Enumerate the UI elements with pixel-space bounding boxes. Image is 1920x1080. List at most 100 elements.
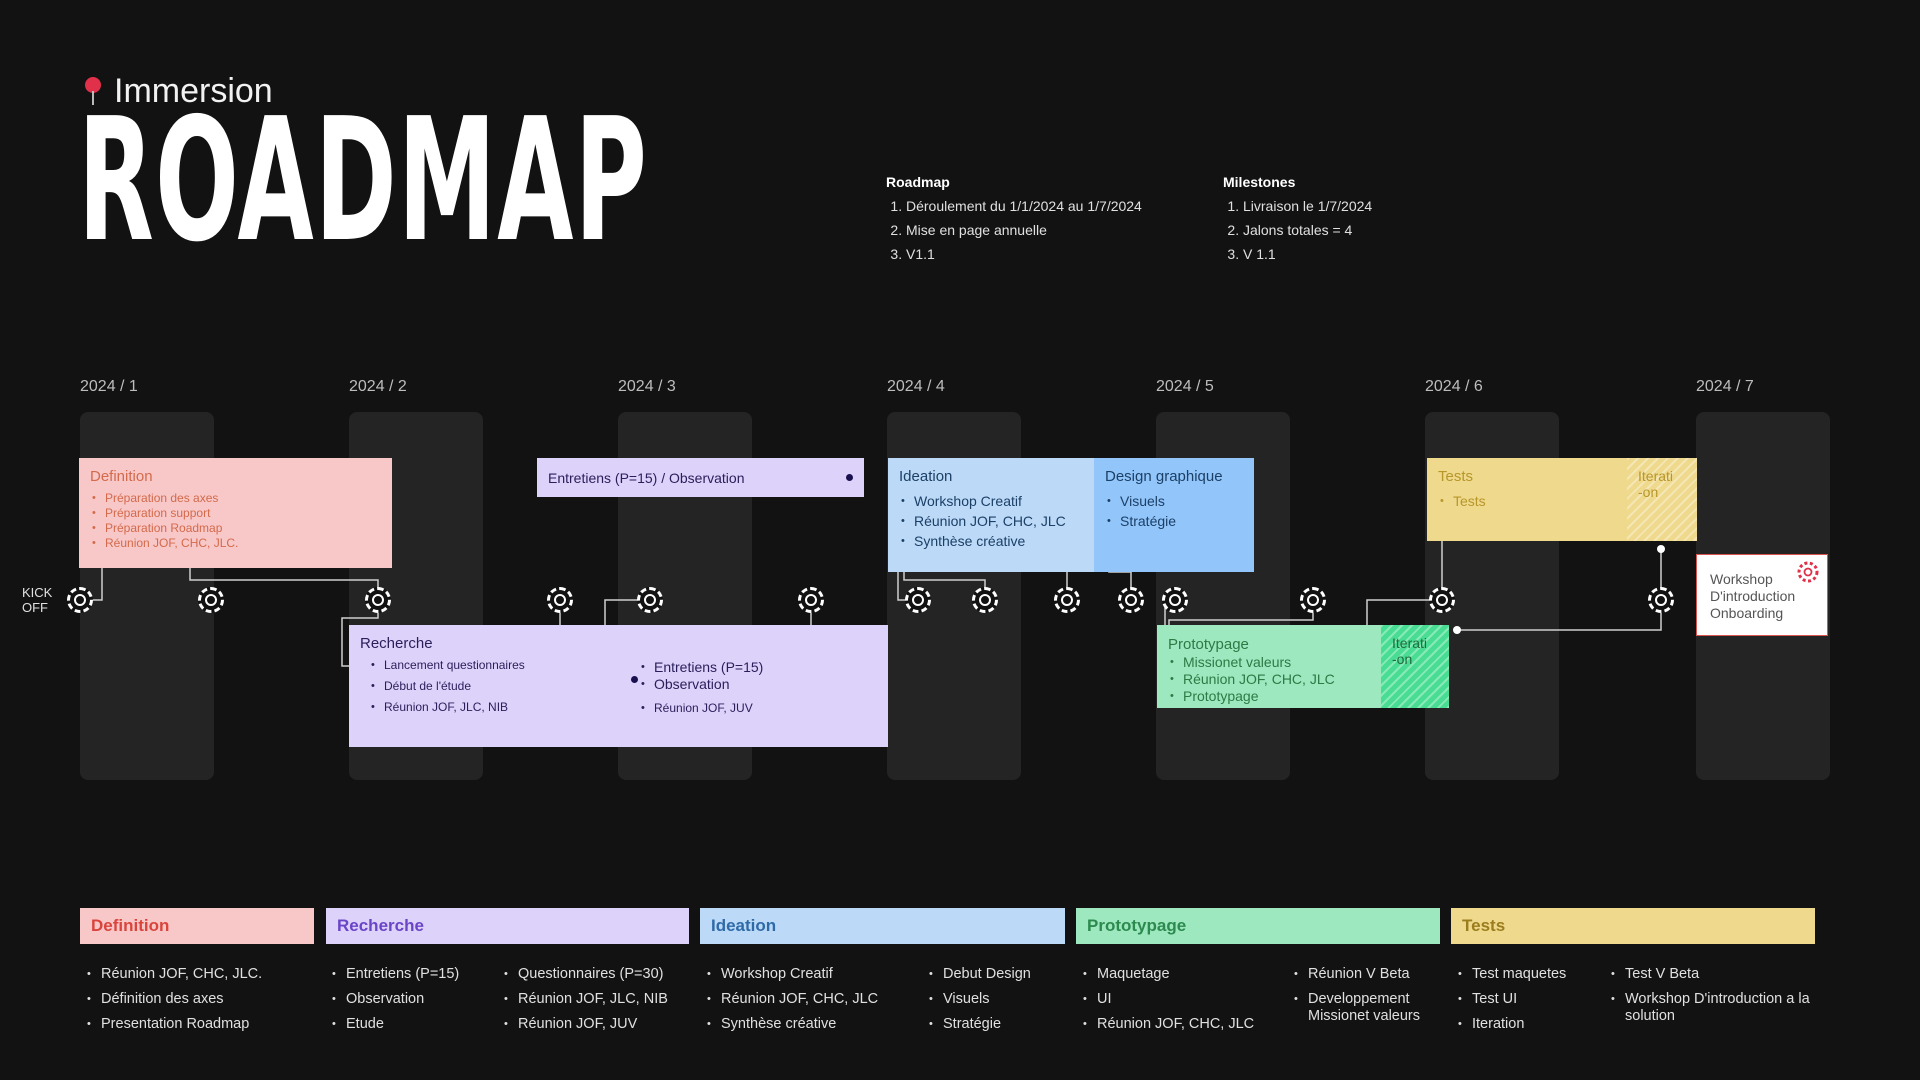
legend-tests-header: Tests <box>1451 908 1815 944</box>
legend-item: Test UI <box>1458 991 1566 1008</box>
roadmap-heading: Roadmap <box>886 174 950 190</box>
recherche-item: Entretiens (P=15) <box>639 659 763 676</box>
milestone-gear-icon[interactable] <box>1429 587 1455 613</box>
milestone-gear-icon[interactable] <box>972 587 998 613</box>
ideation-item: Workshop Creatif <box>899 491 1083 511</box>
milestone-gear-icon[interactable] <box>1300 587 1326 613</box>
connector-dot-icon <box>1453 626 1461 634</box>
recherche-item: Lancement questionnaires <box>369 658 525 673</box>
legend-item: Synthèse créative <box>707 1016 878 1033</box>
month-label: 2024 / 7 <box>1696 378 1754 395</box>
legend-item: Réunion JOF, JLC, NIB <box>504 991 668 1008</box>
legend-recherche-list-1: Entretiens (P=15) Observation Etude <box>332 966 459 1041</box>
legend-item: Test maquetes <box>1458 966 1566 983</box>
workshop-line: D'introduction <box>1710 588 1796 604</box>
milestone-gear-icon[interactable] <box>67 587 93 613</box>
recherche-title: Recherche <box>360 635 433 652</box>
legend-ideation-list-1: Workshop Creatif Réunion JOF, CHC, JLC S… <box>707 966 878 1041</box>
legend-item: Maquetage <box>1083 966 1254 983</box>
entretiens-title: Entretiens (P=15) / Observation <box>548 469 745 486</box>
prototypage-item: Réunion JOF, CHC, JLC <box>1168 671 1370 688</box>
legend-item: Test V Beta <box>1611 966 1821 983</box>
milestone-item: Jalons totales = 4 <box>1243 222 1372 238</box>
ideation-box[interactable]: Ideation Workshop Creatif Réunion JOF, C… <box>888 458 1094 572</box>
definition-item: Préparation support <box>90 506 381 521</box>
milestone-gear-icon[interactable] <box>905 587 931 613</box>
dot-icon <box>846 474 853 481</box>
tests-iteration-box[interactable]: Iterati -on <box>1627 458 1697 541</box>
gear-icon <box>1797 561 1819 583</box>
legend-tests-list-1: Test maquetes Test UI Iteration <box>1458 966 1566 1041</box>
legend-tests-list-2: Test V Beta Workshop D'introduction a la… <box>1611 966 1821 1033</box>
tests-title: Tests <box>1438 468 1474 485</box>
legend-ideation-list-2: Debut Design Visuels Stratégie <box>929 966 1031 1041</box>
milestones-heading: Milestones <box>1223 174 1296 190</box>
legend-item: Stratégie <box>929 1016 1031 1033</box>
milestone-gear-icon[interactable] <box>1648 587 1674 613</box>
tests-box[interactable]: Tests Tests <box>1427 458 1627 541</box>
entretiens-observation-box[interactable]: Entretiens (P=15) / Observation <box>537 458 864 497</box>
legend-recherche-list-2: Questionnaires (P=30) Réunion JOF, JLC, … <box>504 966 668 1041</box>
legend-item: Définition des axes <box>87 991 262 1008</box>
milestone-gear-icon[interactable] <box>547 587 573 613</box>
connector-dot-icon <box>1657 545 1665 553</box>
milestone-gear-icon[interactable] <box>637 587 663 613</box>
legend-item: Entretiens (P=15) <box>332 966 459 983</box>
roadmap-item: V1.1 <box>906 246 1142 262</box>
prototypage-item: Prototypage <box>1168 688 1370 705</box>
kickoff-line: OFF <box>22 600 48 615</box>
milestone-gear-icon[interactable] <box>1118 587 1144 613</box>
legend-item: Réunion JOF, CHC, JLC <box>707 991 878 1008</box>
month-label: 2024 / 5 <box>1156 378 1214 395</box>
milestone-gear-icon[interactable] <box>798 587 824 613</box>
recherche-box[interactable]: Recherche Lancement questionnaires Début… <box>349 625 888 747</box>
prototypage-title: Prototypage <box>1168 636 1249 653</box>
design-title: Design graphique <box>1105 468 1223 485</box>
milestones-info: Milestones Livraison le 1/7/2024 Jalons … <box>1223 174 1372 270</box>
legend-item: Etude <box>332 1016 459 1033</box>
workshop-onboarding-box[interactable]: Workshop D'introduction Onboarding <box>1696 554 1828 636</box>
dot-icon <box>631 676 638 683</box>
legend-item: Questionnaires (P=30) <box>504 966 668 983</box>
subtitle-text: Immersion <box>114 72 273 110</box>
milestone-gear-icon[interactable] <box>365 587 391 613</box>
kickoff-line: KICK <box>22 585 53 600</box>
legend-prototypage-header: Prototypage <box>1076 908 1440 944</box>
legend-item: Observation <box>332 991 459 1008</box>
month-label: 2024 / 2 <box>349 378 407 395</box>
milestone-gear-icon[interactable] <box>1162 587 1188 613</box>
kickoff-label: KICK OFF <box>22 585 52 615</box>
legend-definition-header: Definition <box>80 908 314 944</box>
legend-item: Workshop D'introduction a la solution <box>1611 991 1821 1025</box>
legend-recherche-header: Recherche <box>326 908 689 944</box>
milestone-gear-icon[interactable] <box>1054 587 1080 613</box>
legend-item: Iteration <box>1458 1016 1566 1033</box>
legend-ideation-header: Ideation <box>700 908 1065 944</box>
month-label: 2024 / 6 <box>1425 378 1483 395</box>
prototypage-box[interactable]: Prototypage Missionet valeurs Réunion JO… <box>1157 625 1381 708</box>
definition-box[interactable]: Definition Préparation des axes Préparat… <box>79 458 392 568</box>
map-pin-icon <box>82 76 104 107</box>
legend-item: Presentation Roadmap <box>87 1016 262 1033</box>
tests-item: Tests <box>1438 491 1616 511</box>
recherche-item: Observation <box>639 676 763 693</box>
ideation-item: Réunion JOF, CHC, JLC <box>899 511 1083 531</box>
milestone-item: Livraison le 1/7/2024 <box>1243 198 1372 214</box>
legend-item: Developpement Missionet valeurs <box>1294 991 1444 1025</box>
legend-item: Réunion V Beta <box>1294 966 1444 983</box>
legend-item: Workshop Creatif <box>707 966 878 983</box>
roadmap-item: Déroulement du 1/1/2024 au 1/7/2024 <box>906 198 1142 214</box>
month-label: 2024 / 3 <box>618 378 676 395</box>
prototypage-item: Missionet valeurs <box>1168 654 1370 671</box>
legend-item: Réunion JOF, JUV <box>504 1016 668 1033</box>
legend-definition-list: Réunion JOF, CHC, JLC. Définition des ax… <box>87 966 262 1041</box>
ideation-item: Synthèse créative <box>899 531 1083 551</box>
milestone-gear-icon[interactable] <box>198 587 224 613</box>
recherche-item: Réunion JOF, JLC, NIB <box>369 700 525 715</box>
legend-item: Réunion JOF, CHC, JLC. <box>87 966 262 983</box>
prototype-iteration-box[interactable]: Iterati -on <box>1381 625 1449 708</box>
page-title: ROADMAP <box>78 82 649 280</box>
definition-title: Definition <box>90 468 153 485</box>
design-graphique-box[interactable]: Design graphique Visuels Stratégie <box>1094 458 1254 572</box>
legend-item: UI <box>1083 991 1254 1008</box>
